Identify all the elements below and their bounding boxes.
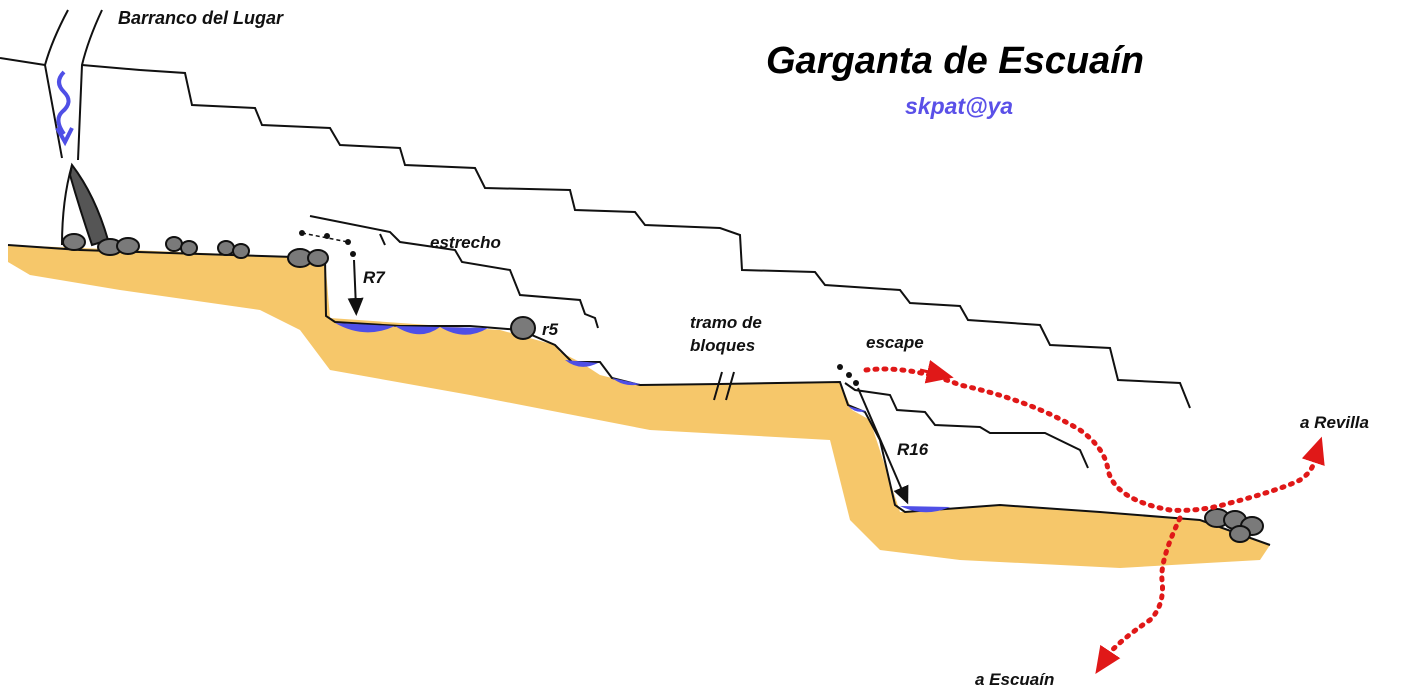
label-escape: escape bbox=[866, 333, 924, 352]
section-break-mark bbox=[713, 371, 735, 401]
water-flow-arrow bbox=[56, 70, 71, 136]
label-barranco-del-lugar: Barranco del Lugar bbox=[118, 8, 284, 28]
label-r7: R7 bbox=[363, 268, 385, 287]
canyon-wall-lines bbox=[139, 69, 1191, 469]
tributary-walls bbox=[0, 9, 141, 161]
label-r16: R16 bbox=[897, 440, 929, 459]
label-a-escuain: a Escuaín bbox=[975, 670, 1055, 689]
label-estrecho: estrecho bbox=[430, 233, 501, 252]
label-r5: r5 bbox=[542, 320, 559, 339]
boulders bbox=[62, 233, 1264, 543]
diagram-title: Garganta de Escuaín bbox=[766, 40, 1145, 82]
label-bloques: bloques bbox=[690, 336, 756, 355]
label-tramo-de: tramo de bbox=[690, 313, 762, 332]
escape-route bbox=[863, 366, 1318, 661]
rappel-arrow-r7 bbox=[347, 259, 364, 316]
label-a-revilla: a Revilla bbox=[1300, 413, 1369, 432]
rappel-anchors bbox=[299, 230, 859, 386]
author-credit: skpat@ya bbox=[905, 93, 1014, 119]
riverbed-ground bbox=[8, 245, 1270, 568]
rappel-arrow-r16 bbox=[857, 387, 909, 505]
water-pools bbox=[335, 323, 950, 513]
rock-monolith bbox=[68, 162, 110, 247]
